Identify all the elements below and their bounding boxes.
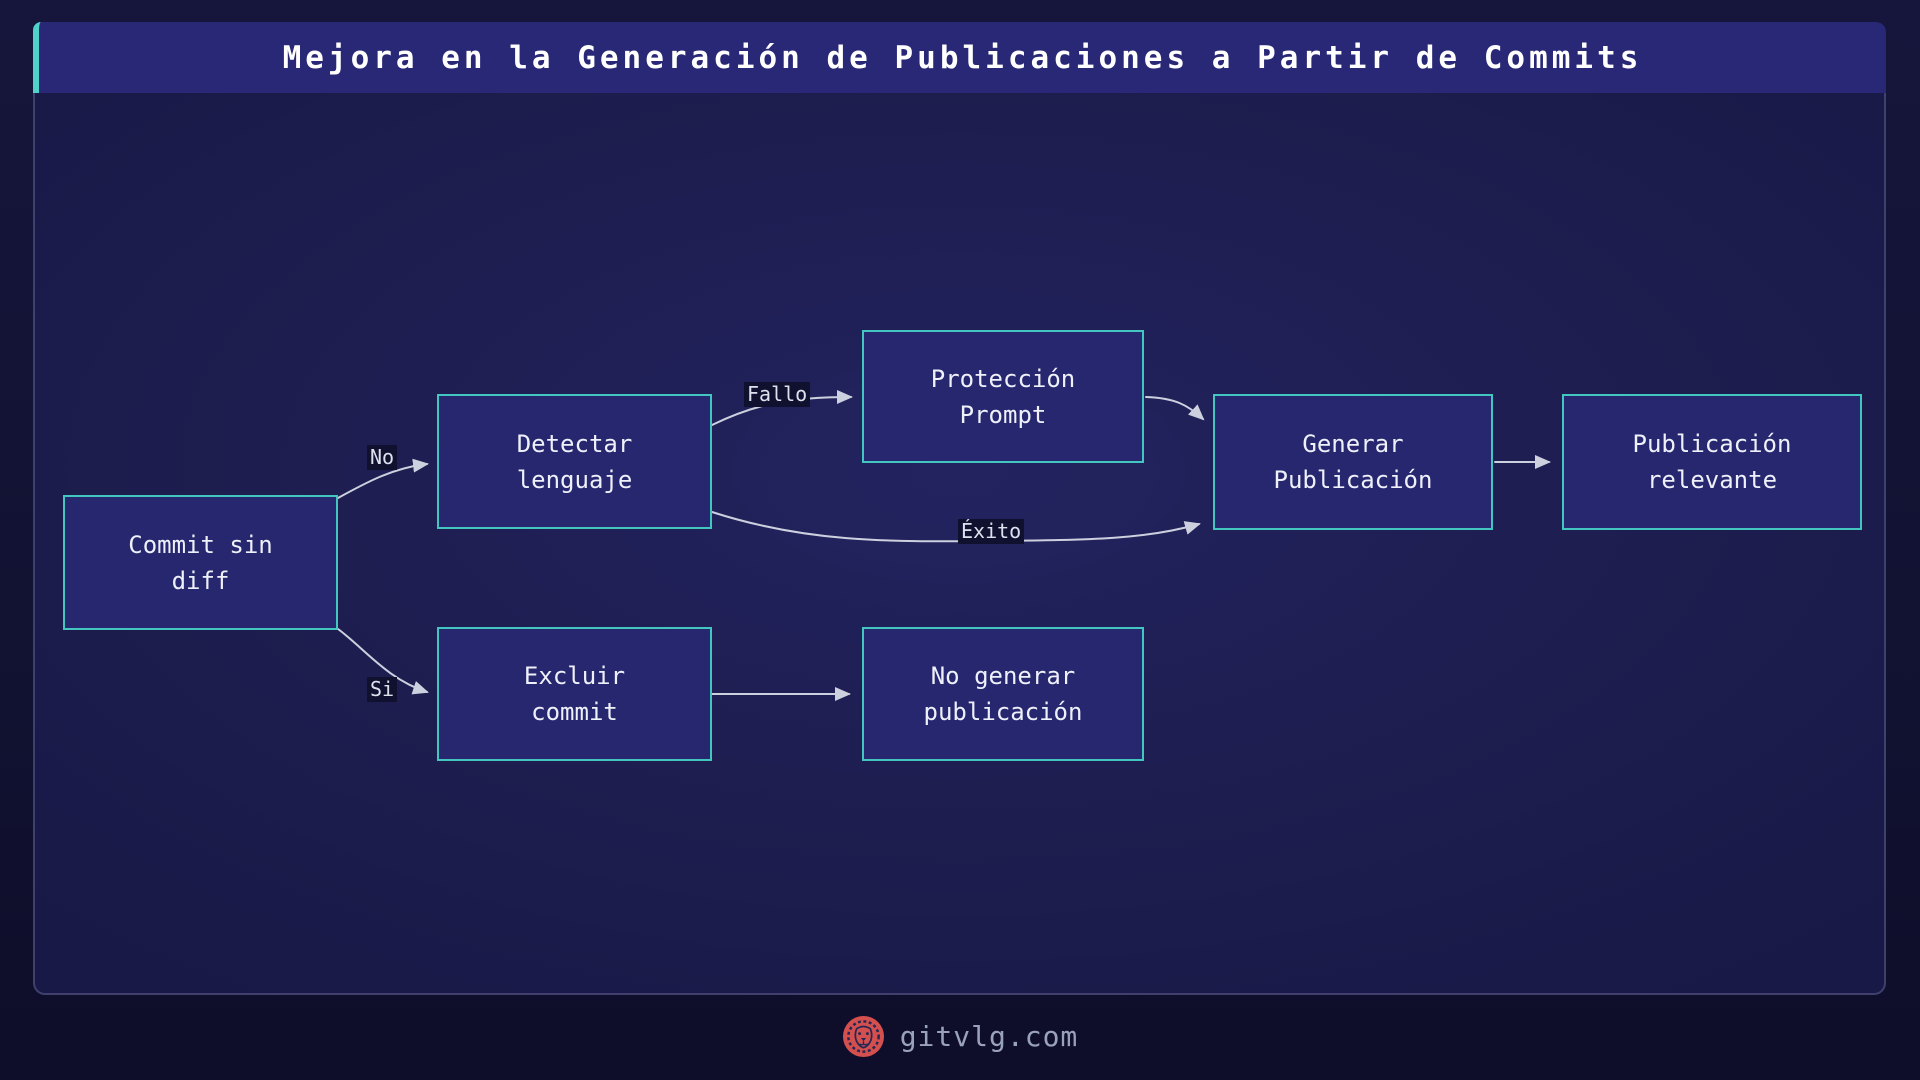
edge-label-si: Si — [367, 677, 398, 702]
node-detectar-lenguaje: Detectar lenguaje — [437, 394, 712, 529]
title-bar: Mejora en la Generación de Publicaciones… — [33, 22, 1886, 93]
edge-proteccion-generar — [1145, 396, 1205, 421]
node-commit-sin-diff: Commit sin diff — [63, 495, 338, 630]
page-title: Mejora en la Generación de Publicaciones… — [282, 39, 1643, 76]
footer: gitvlg.com — [0, 1010, 1920, 1062]
node-generar-publicacion: Generar Publicación — [1213, 394, 1493, 530]
edge-label-exito: Éxito — [958, 519, 1025, 544]
edge-si — [337, 628, 429, 695]
node-excluir-commit: Excluir commit — [437, 627, 712, 761]
diagram-panel: Mejora en la Generación de Publicaciones… — [33, 22, 1886, 995]
node-publicacion-relevante: Publicación relevante — [1562, 394, 1862, 530]
edge-label-fallo: Fallo — [744, 382, 811, 407]
edge-label-no: No — [367, 445, 398, 470]
node-proteccion-prompt: Protección Prompt — [862, 330, 1144, 463]
edge-no — [337, 458, 429, 499]
edge-exito — [711, 511, 1201, 543]
node-no-generar-publicacion: No generar publicación — [862, 627, 1144, 761]
lion-icon — [842, 1015, 884, 1057]
flowchart-canvas: Commit sin diff Detectar lenguaje Exclui… — [33, 93, 1886, 995]
brand-text: gitvlg.com — [899, 1019, 1079, 1053]
